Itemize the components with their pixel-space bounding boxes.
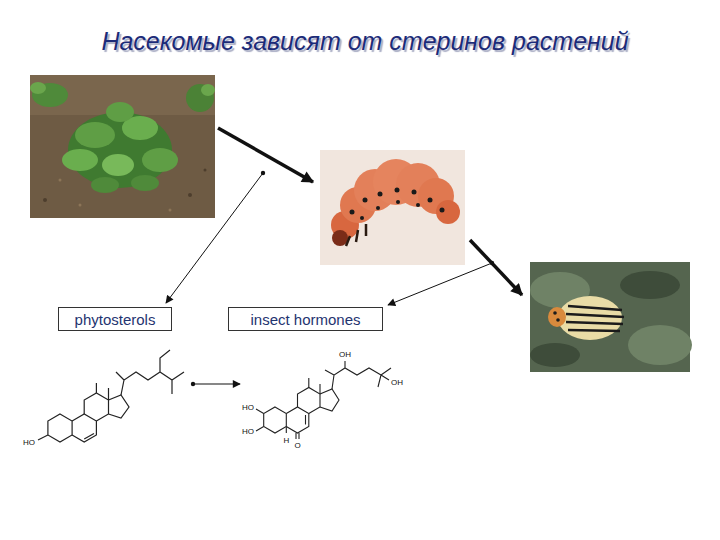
source-pointer	[388, 263, 492, 305]
larva-photo-part	[378, 192, 383, 197]
potato-plant-photo-part	[142, 148, 178, 172]
sterol-structure	[38, 350, 184, 442]
beetle-photo-part	[558, 296, 622, 340]
potato-plant-photo-part	[169, 209, 172, 212]
potato-plant-photo	[30, 75, 215, 218]
conversion-arrow	[193, 383, 240, 384]
larva-photo	[320, 150, 465, 265]
potato-plant-photo-part	[201, 84, 215, 96]
beetle-photo-part	[553, 311, 557, 315]
atom-label: OH	[338, 351, 352, 359]
sterol-structure-part	[84, 393, 108, 421]
larva-photo-part	[332, 230, 348, 246]
arrow-layer	[166, 128, 522, 386]
beetle-photo-part	[556, 318, 560, 322]
food-chain-arrow	[470, 240, 522, 295]
sterol-structure-part	[116, 350, 184, 395]
larva-photo-part	[320, 150, 465, 265]
potato-plant-photo-part	[102, 154, 134, 176]
sterol-structure-part	[109, 395, 130, 418]
larva-photo-part	[350, 210, 355, 215]
ecdysone-structure-part	[296, 433, 299, 439]
ecdysone-structure-part	[320, 389, 339, 411]
ecdysone-structure	[256, 361, 391, 439]
source-pointer	[166, 173, 263, 303]
beetle-photo-part	[566, 306, 624, 331]
larva-photo-part	[360, 216, 364, 220]
potato-plant-photo-part	[188, 193, 192, 197]
beetle-photo-part	[530, 343, 580, 367]
ecdysone-structure-part	[305, 415, 306, 425]
term-box: phytosterols	[58, 307, 172, 331]
atom-label: HO	[241, 404, 255, 412]
ecdysone-structure-part	[286, 427, 287, 434]
potato-plant-photo-part	[204, 169, 207, 172]
sterol-structure-part	[38, 435, 48, 440]
pointer-dot	[191, 382, 195, 386]
atom-label: HO	[241, 428, 255, 436]
larva-photo-part	[396, 200, 400, 204]
larva-photo-part	[376, 206, 380, 210]
atom-label: H	[282, 437, 290, 445]
sterol-structure-part	[84, 434, 94, 440]
larva-photo-part	[363, 198, 368, 203]
larva-photo-part	[436, 200, 460, 224]
beetle-photo-part	[628, 325, 692, 365]
beetle-photo-part	[620, 271, 680, 299]
ecdysone-structure-part	[256, 409, 264, 431]
pointer-dot	[261, 171, 265, 175]
potato-plant-photo-part	[59, 179, 62, 182]
ecdysone-structure-part	[309, 378, 320, 394]
larva-photo-part	[346, 224, 366, 246]
ecdysone-structure-part	[325, 361, 391, 389]
slide-title: Насекомые зависят от стеринов растений	[0, 27, 720, 56]
larva-photo-part	[440, 208, 445, 213]
larva-photo-part	[412, 190, 417, 195]
food-chain-arrow	[218, 128, 313, 182]
atom-label: HO	[22, 439, 36, 447]
larva-photo-part	[428, 198, 433, 203]
larva-photo-part	[416, 203, 420, 207]
term-label: insect hormones	[250, 312, 360, 327]
potato-plant-photo-part	[106, 102, 134, 122]
potato-plant-photo-part	[186, 84, 214, 112]
potato-plant-photo-part	[62, 149, 98, 171]
term-box: insect hormones	[228, 307, 383, 331]
beetle-photo-part	[548, 307, 566, 327]
ecdysone-structure-part	[264, 407, 287, 433]
pointer-dot	[490, 261, 494, 265]
ecdysone-structure-part	[286, 407, 309, 433]
ecdysone-structure-part	[298, 388, 321, 414]
atom-label: O	[293, 442, 301, 450]
potato-plant-photo-part	[75, 122, 115, 148]
sterol-structure-part	[96, 383, 108, 400]
potato-plant-photo-part	[79, 204, 82, 207]
term-label: phytosterols	[75, 312, 156, 327]
potato-plant-photo-part	[43, 198, 47, 202]
atom-label: OH	[390, 379, 404, 387]
potato-plant-photo-part	[131, 175, 159, 191]
larva-photo-part	[395, 188, 400, 193]
potato-plant-photo-part	[30, 75, 215, 218]
sterol-structure-part	[72, 414, 96, 442]
beetle-photo	[530, 262, 692, 372]
sterol-structure-part	[48, 414, 72, 442]
potato-plant-photo-part	[91, 177, 119, 193]
potato-plant-photo-part	[30, 82, 46, 94]
